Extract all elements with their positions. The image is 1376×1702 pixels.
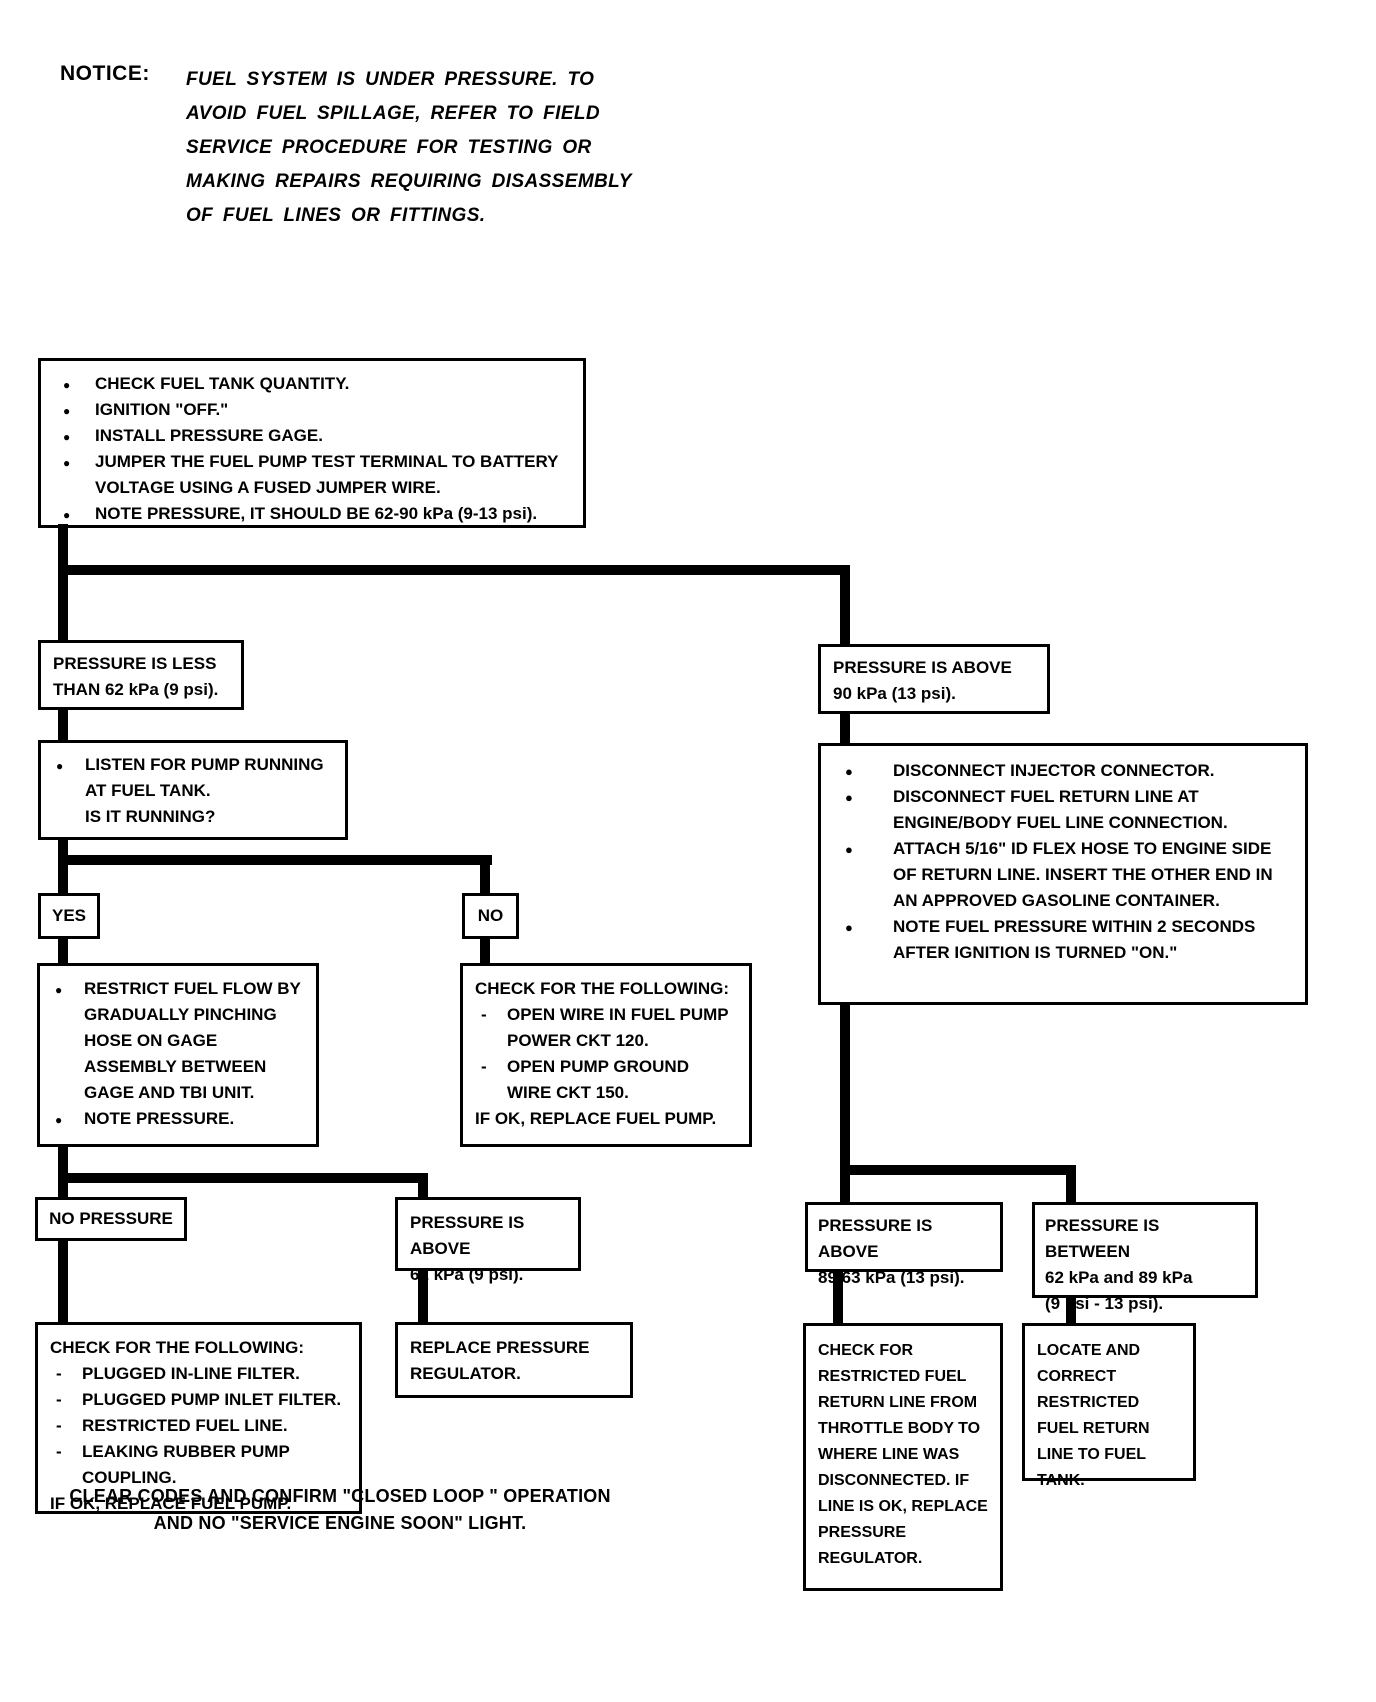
check-fuel-pump-circuit-box: CHECK FOR THE FOLLOWING: OPEN WIRE IN FU…	[460, 963, 752, 1147]
clear-codes-line: AND NO "SERVICE ENGINE SOON" LIGHT.	[153, 1513, 527, 1533]
check-pump-item: OPEN PUMP GROUND WIRE CKT 150.	[475, 1054, 737, 1106]
check-filters-header: CHECK FOR THE FOLLOWING:	[50, 1338, 305, 1357]
connector-8963-drop	[840, 1173, 850, 1204]
connector-between-drop	[1066, 1173, 1076, 1204]
disconnect-item: ATTACH 5/16" ID FLEX HOSE TO ENGINE SIDE…	[835, 836, 1291, 914]
notice-label: NOTICE:	[60, 62, 150, 85]
connector-no-drop	[480, 863, 490, 895]
start-item: NOTE PRESSURE, IT SHOULD BE 62-90 kPa (9…	[55, 501, 569, 528]
restrict-item: NOTE PRESSURE.	[52, 1106, 304, 1133]
replace-regulator-line: REPLACE PRESSURE	[410, 1338, 590, 1357]
check-return-line-text: CHECK FOR RESTRICTED FUEL RETURN LINE FR…	[818, 1342, 988, 1567]
yes-box: YES	[38, 893, 100, 939]
no-label: NO	[477, 906, 504, 925]
pressure-between-box: PRESSURE IS BETWEEN 62 kPa and 89 kPa (9…	[1032, 1202, 1258, 1313]
connector-between-to-locate	[1066, 1296, 1076, 1326]
connector-right-split-bar	[840, 1165, 1076, 1175]
connector-left-branch-drop	[58, 572, 68, 642]
disconnect-procedure-box: DISCONNECT INJECTOR CONNECTOR. DISCONNEC…	[818, 743, 1308, 1005]
pressure-above-62-line: 62 kPa (9 psi).	[410, 1265, 524, 1284]
pressure-less-box: PRESSURE IS LESS THAN 62 kPa (9 psi).	[38, 640, 244, 710]
connector-nopressure-bar	[58, 1173, 428, 1183]
connector-disconnect-down	[840, 1003, 850, 1175]
pressure-between-line: 62 kPa and 89 kPa	[1045, 1268, 1193, 1287]
check-filters-box: CHECK FOR THE FOLLOWING: PLUGGED IN-LINE…	[35, 1322, 362, 1514]
start-item: IGNITION "OFF."	[55, 397, 569, 424]
disconnect-item: NOTE FUEL PRESSURE WITHIN 2 SECONDS AFTE…	[835, 914, 1291, 966]
locate-correct-box: LOCATE AND CORRECT RESTRICTED FUEL RETUR…	[1022, 1323, 1196, 1489]
check-filters-footer: IF OK, REPLACE FUEL PUMP.	[50, 1494, 292, 1513]
listen-item: LISTEN FOR PUMP RUNNING AT FUEL TANK.	[53, 752, 331, 804]
connector-90-to-disconnect	[840, 712, 850, 745]
start-procedure-box: CHECK FUEL TANK QUANTITY. IGNITION "OFF.…	[38, 358, 586, 528]
pressure-less-line: PRESSURE IS LESS	[53, 654, 217, 673]
no-pressure-box: NO PRESSURE	[35, 1197, 187, 1241]
pressure-above-62-box: PRESSURE IS ABOVE 62 kPa (9 psi).	[395, 1197, 581, 1284]
pressure-above-90-line: 90 kPa (13 psi).	[833, 684, 956, 703]
check-filters-item: PLUGGED IN-LINE FILTER.	[50, 1361, 347, 1387]
replace-regulator-line: REGULATOR.	[410, 1364, 521, 1383]
start-item: CHECK FUEL TANK QUANTITY.	[55, 371, 569, 398]
clear-codes-note: CLEAR CODES AND CONFIRM "CLOSED LOOP " O…	[40, 1483, 640, 1537]
replace-regulator-box: REPLACE PRESSURE REGULATOR.	[395, 1322, 633, 1398]
pressure-above-90-box: PRESSURE IS ABOVE 90 kPa (13 psi).	[818, 644, 1050, 714]
yes-label: YES	[51, 906, 87, 925]
connector-yes-no-bar	[58, 855, 492, 865]
connector-above62-to-regulator	[418, 1269, 428, 1324]
connector-nopressure-to-checkfilters	[58, 1239, 68, 1324]
connector-trunk-horizontal	[58, 565, 850, 575]
disconnect-item: DISCONNECT FUEL RETURN LINE AT ENGINE/BO…	[835, 784, 1291, 836]
pressure-above-8963-line: PRESSURE IS ABOVE	[818, 1216, 933, 1261]
listen-pump-box: LISTEN FOR PUMP RUNNING AT FUEL TANK. IS…	[38, 740, 348, 840]
check-pump-item: OPEN WIRE IN FUEL PUMP POWER CKT 120.	[475, 1002, 737, 1054]
connector-trunk-vertical	[58, 524, 68, 575]
connector-restrict-down	[58, 1145, 68, 1183]
check-pump-footer: IF OK, REPLACE FUEL PUMP.	[475, 1109, 717, 1128]
connector-yes-drop	[58, 863, 68, 895]
connector-listen-down	[58, 838, 68, 865]
connector-8963-to-checkreturn	[833, 1270, 843, 1325]
start-item: JUMPER THE FUEL PUMP TEST TERMINAL TO BA…	[55, 449, 569, 501]
connector-no-to-check	[480, 937, 490, 965]
clear-codes-line: CLEAR CODES AND CONFIRM "CLOSED LOOP " O…	[69, 1486, 611, 1506]
pressure-above-62-line: PRESSURE IS ABOVE	[410, 1213, 525, 1258]
pressure-above-8963-box: PRESSURE IS ABOVE 89.63 kPa (13 psi).	[805, 1202, 1003, 1287]
pressure-between-line: PRESSURE IS BETWEEN	[1045, 1216, 1160, 1261]
check-pump-header: CHECK FOR THE FOLLOWING:	[475, 979, 730, 998]
check-filters-item: RESTRICTED FUEL LINE.	[50, 1413, 347, 1439]
no-pressure-label: NO PRESSURE	[49, 1209, 173, 1228]
pressure-above-8963-line: 89.63 kPa (13 psi).	[818, 1268, 965, 1287]
listen-question: IS IT RUNNING?	[85, 807, 216, 826]
locate-correct-text: LOCATE AND CORRECT RESTRICTED FUEL RETUR…	[1037, 1342, 1150, 1489]
pressure-above-90-line: PRESSURE IS ABOVE	[833, 658, 1012, 677]
check-return-line-box: CHECK FOR RESTRICTED FUEL RETURN LINE FR…	[803, 1323, 1003, 1591]
start-item: INSTALL PRESSURE GAGE.	[55, 423, 569, 450]
connector-above62-drop	[418, 1181, 428, 1199]
disconnect-item: DISCONNECT INJECTOR CONNECTOR.	[835, 758, 1291, 785]
restrict-fuel-flow-box: RESTRICT FUEL FLOW BY GRADUALLY PINCHING…	[37, 963, 319, 1147]
restrict-item: RESTRICT FUEL FLOW BY GRADUALLY PINCHING…	[52, 976, 304, 1106]
connector-nopressure-drop	[58, 1181, 68, 1199]
notice-text: FUEL SYSTEM IS UNDER PRESSURE. TO AVOID …	[186, 69, 632, 226]
no-box: NO	[462, 893, 519, 939]
connector-less-to-listen	[58, 708, 68, 742]
check-filters-item: LEAKING RUBBER PUMP COUPLING.	[50, 1439, 347, 1491]
check-filters-item: PLUGGED PUMP INLET FILTER.	[50, 1387, 347, 1413]
connector-right-branch-drop	[840, 572, 850, 646]
pressure-less-line: THAN 62 kPa (9 psi).	[53, 680, 219, 699]
connector-yes-to-restrict	[58, 937, 68, 965]
